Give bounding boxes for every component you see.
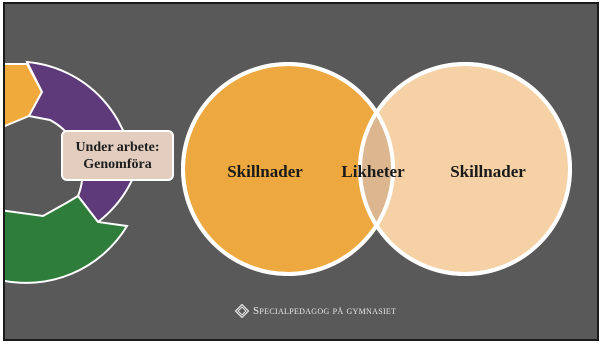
slide: Under arbete: Genomföra Skillnader Likhe… xyxy=(5,4,598,340)
cycle-label-box: Under arbete: Genomföra xyxy=(61,130,174,181)
footer: Specialpedagog på gymnasiet xyxy=(235,304,396,318)
cycle-green-segment xyxy=(5,194,129,284)
diamond-logo-icon xyxy=(235,304,249,318)
footer-text: Specialpedagog på gymnasiet xyxy=(253,305,397,317)
venn-diagram xyxy=(181,62,572,276)
cycle-label-line1: Under arbete: xyxy=(75,139,160,155)
venn-center-label: Likheter xyxy=(341,162,405,181)
cycle-label-line2: Genomföra xyxy=(83,156,152,172)
venn-left-label: Skillnader xyxy=(227,162,303,181)
venn-right-label: Skillnader xyxy=(450,162,526,181)
